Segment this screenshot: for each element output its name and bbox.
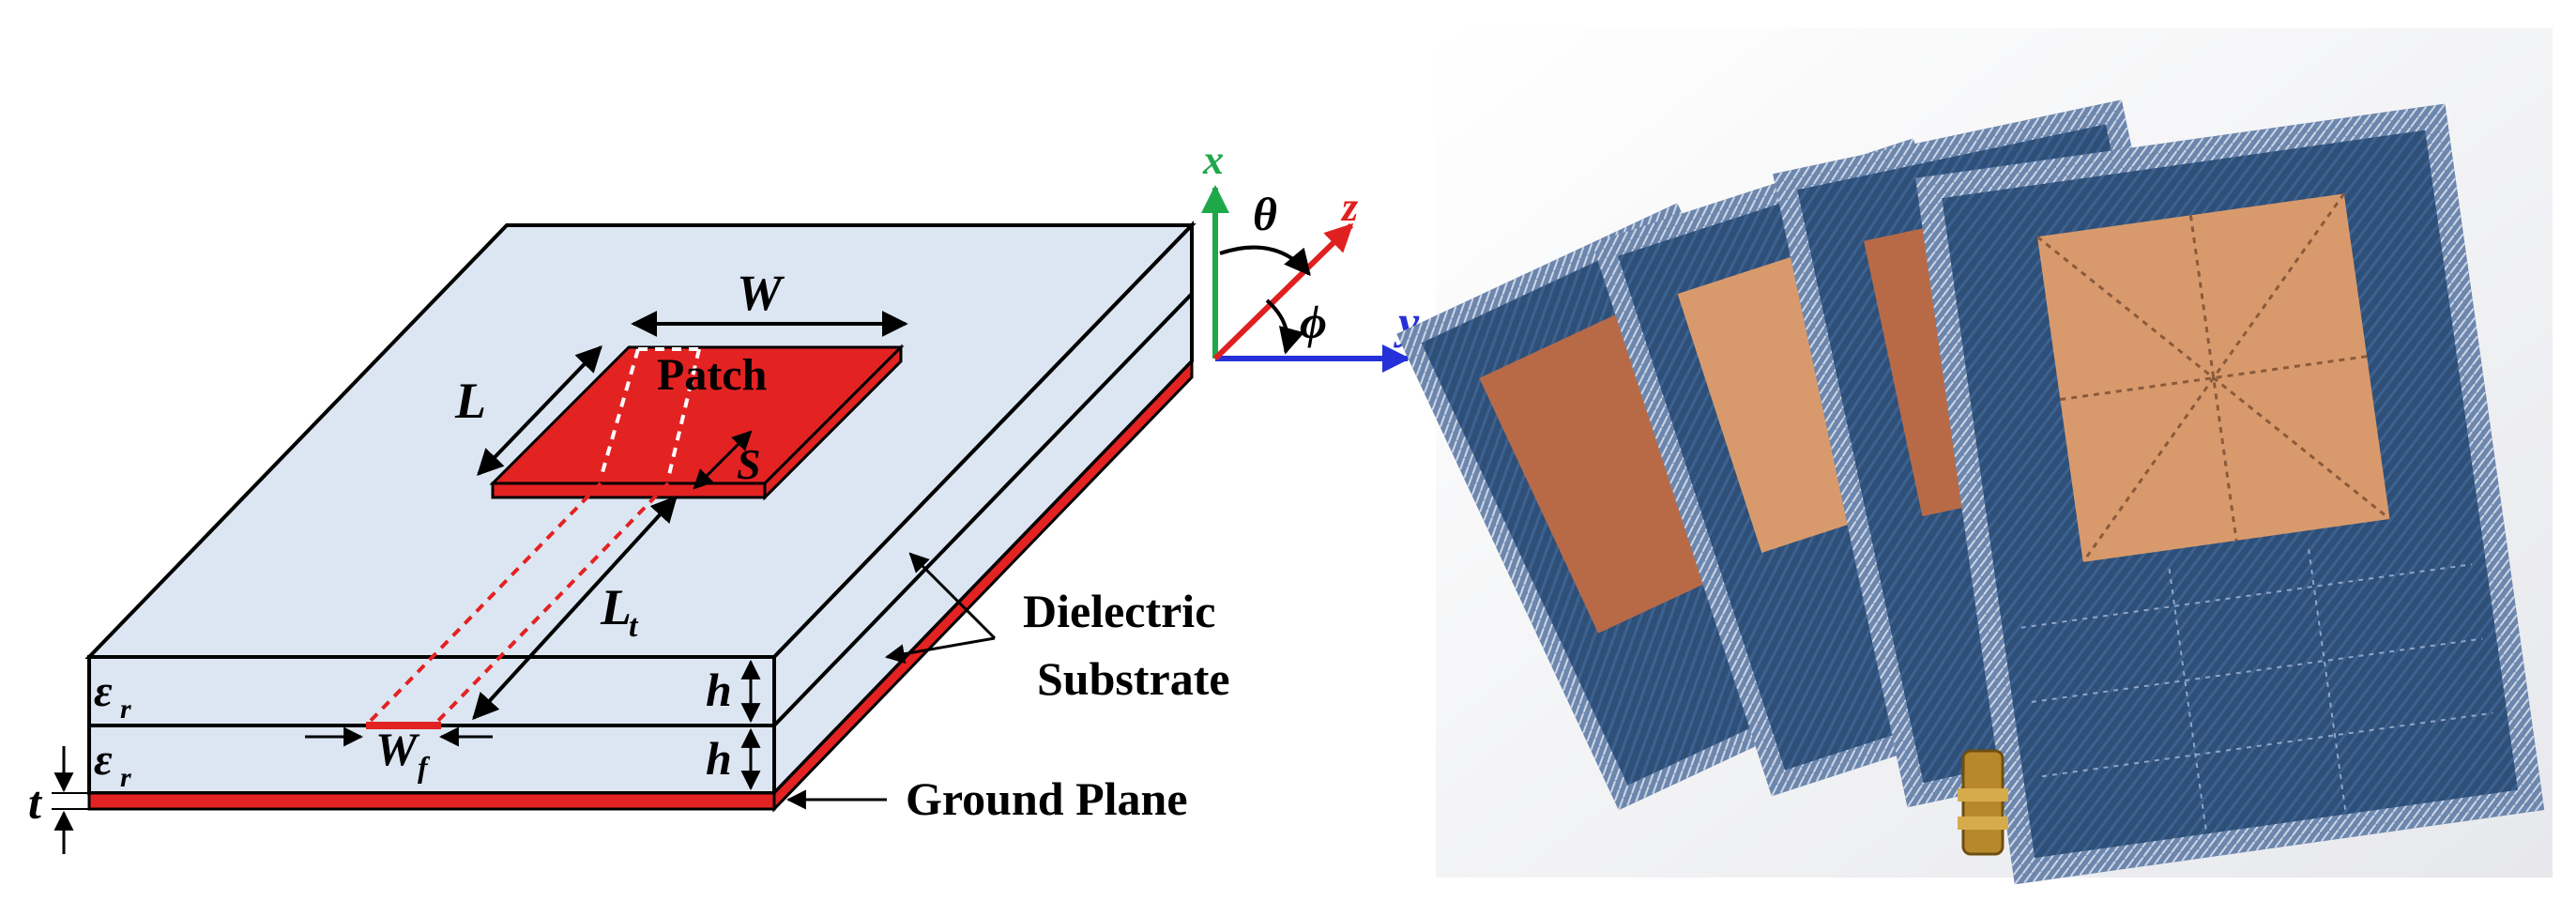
label-Lt: L xyxy=(600,579,632,635)
denim-stitching xyxy=(2020,549,2493,830)
feed-inset-outline xyxy=(599,347,701,480)
label-h-top: h xyxy=(706,664,732,716)
label-h-bottom: h xyxy=(706,732,732,785)
sma-connector xyxy=(1958,749,2008,856)
label-W: W xyxy=(737,265,785,321)
dielectric-arrow-2 xyxy=(884,636,996,664)
ground-plane-front xyxy=(87,791,776,811)
label-eps-top: ε xyxy=(94,666,113,716)
label-Wf-sub: f xyxy=(418,750,431,784)
label-S: S xyxy=(737,440,761,488)
ground-plane-side xyxy=(772,358,1194,813)
label-axis-z: z xyxy=(1340,184,1358,230)
antenna-sample-4 xyxy=(1915,103,2545,885)
theta-arc xyxy=(1219,245,1311,277)
dim-S-arrow xyxy=(693,430,753,490)
antenna-diagram: W L Patch S L t W f h h ε r ε r t xyxy=(28,137,1420,854)
label-eps-bottom: ε xyxy=(94,735,113,785)
patch-front xyxy=(491,481,767,499)
label-theta: θ xyxy=(1253,188,1277,240)
label-Lt-sub: t xyxy=(629,609,639,644)
dim-Lt-arrow xyxy=(472,495,678,721)
label-t: t xyxy=(28,776,43,829)
label-axis-x: x xyxy=(1202,137,1224,183)
textile-antennas-photo xyxy=(1396,28,2553,885)
layer-divider-right xyxy=(772,292,1194,727)
phi-arc xyxy=(1265,298,1305,355)
label-Wf: W xyxy=(375,723,420,775)
patch-side xyxy=(763,344,903,501)
dim-L-arrow xyxy=(477,344,602,477)
coordinate-axes: x y z θ ϕ xyxy=(1201,137,1420,373)
label-eps-top-sub: r xyxy=(120,694,131,725)
label-dielectric: Dielectric xyxy=(1023,585,1215,637)
dielectric-arrow-1 xyxy=(908,552,997,640)
label-L: L xyxy=(454,373,486,429)
label-patch: Patch xyxy=(657,350,767,400)
label-substrate: Substrate xyxy=(1037,652,1230,705)
axis-z xyxy=(1212,222,1354,361)
label-eps-bottom-sub: r xyxy=(120,762,131,793)
label-ground-plane: Ground Plane xyxy=(906,772,1188,825)
patch-stitching xyxy=(2036,192,2391,563)
label-phi: ϕ xyxy=(1300,296,1327,348)
